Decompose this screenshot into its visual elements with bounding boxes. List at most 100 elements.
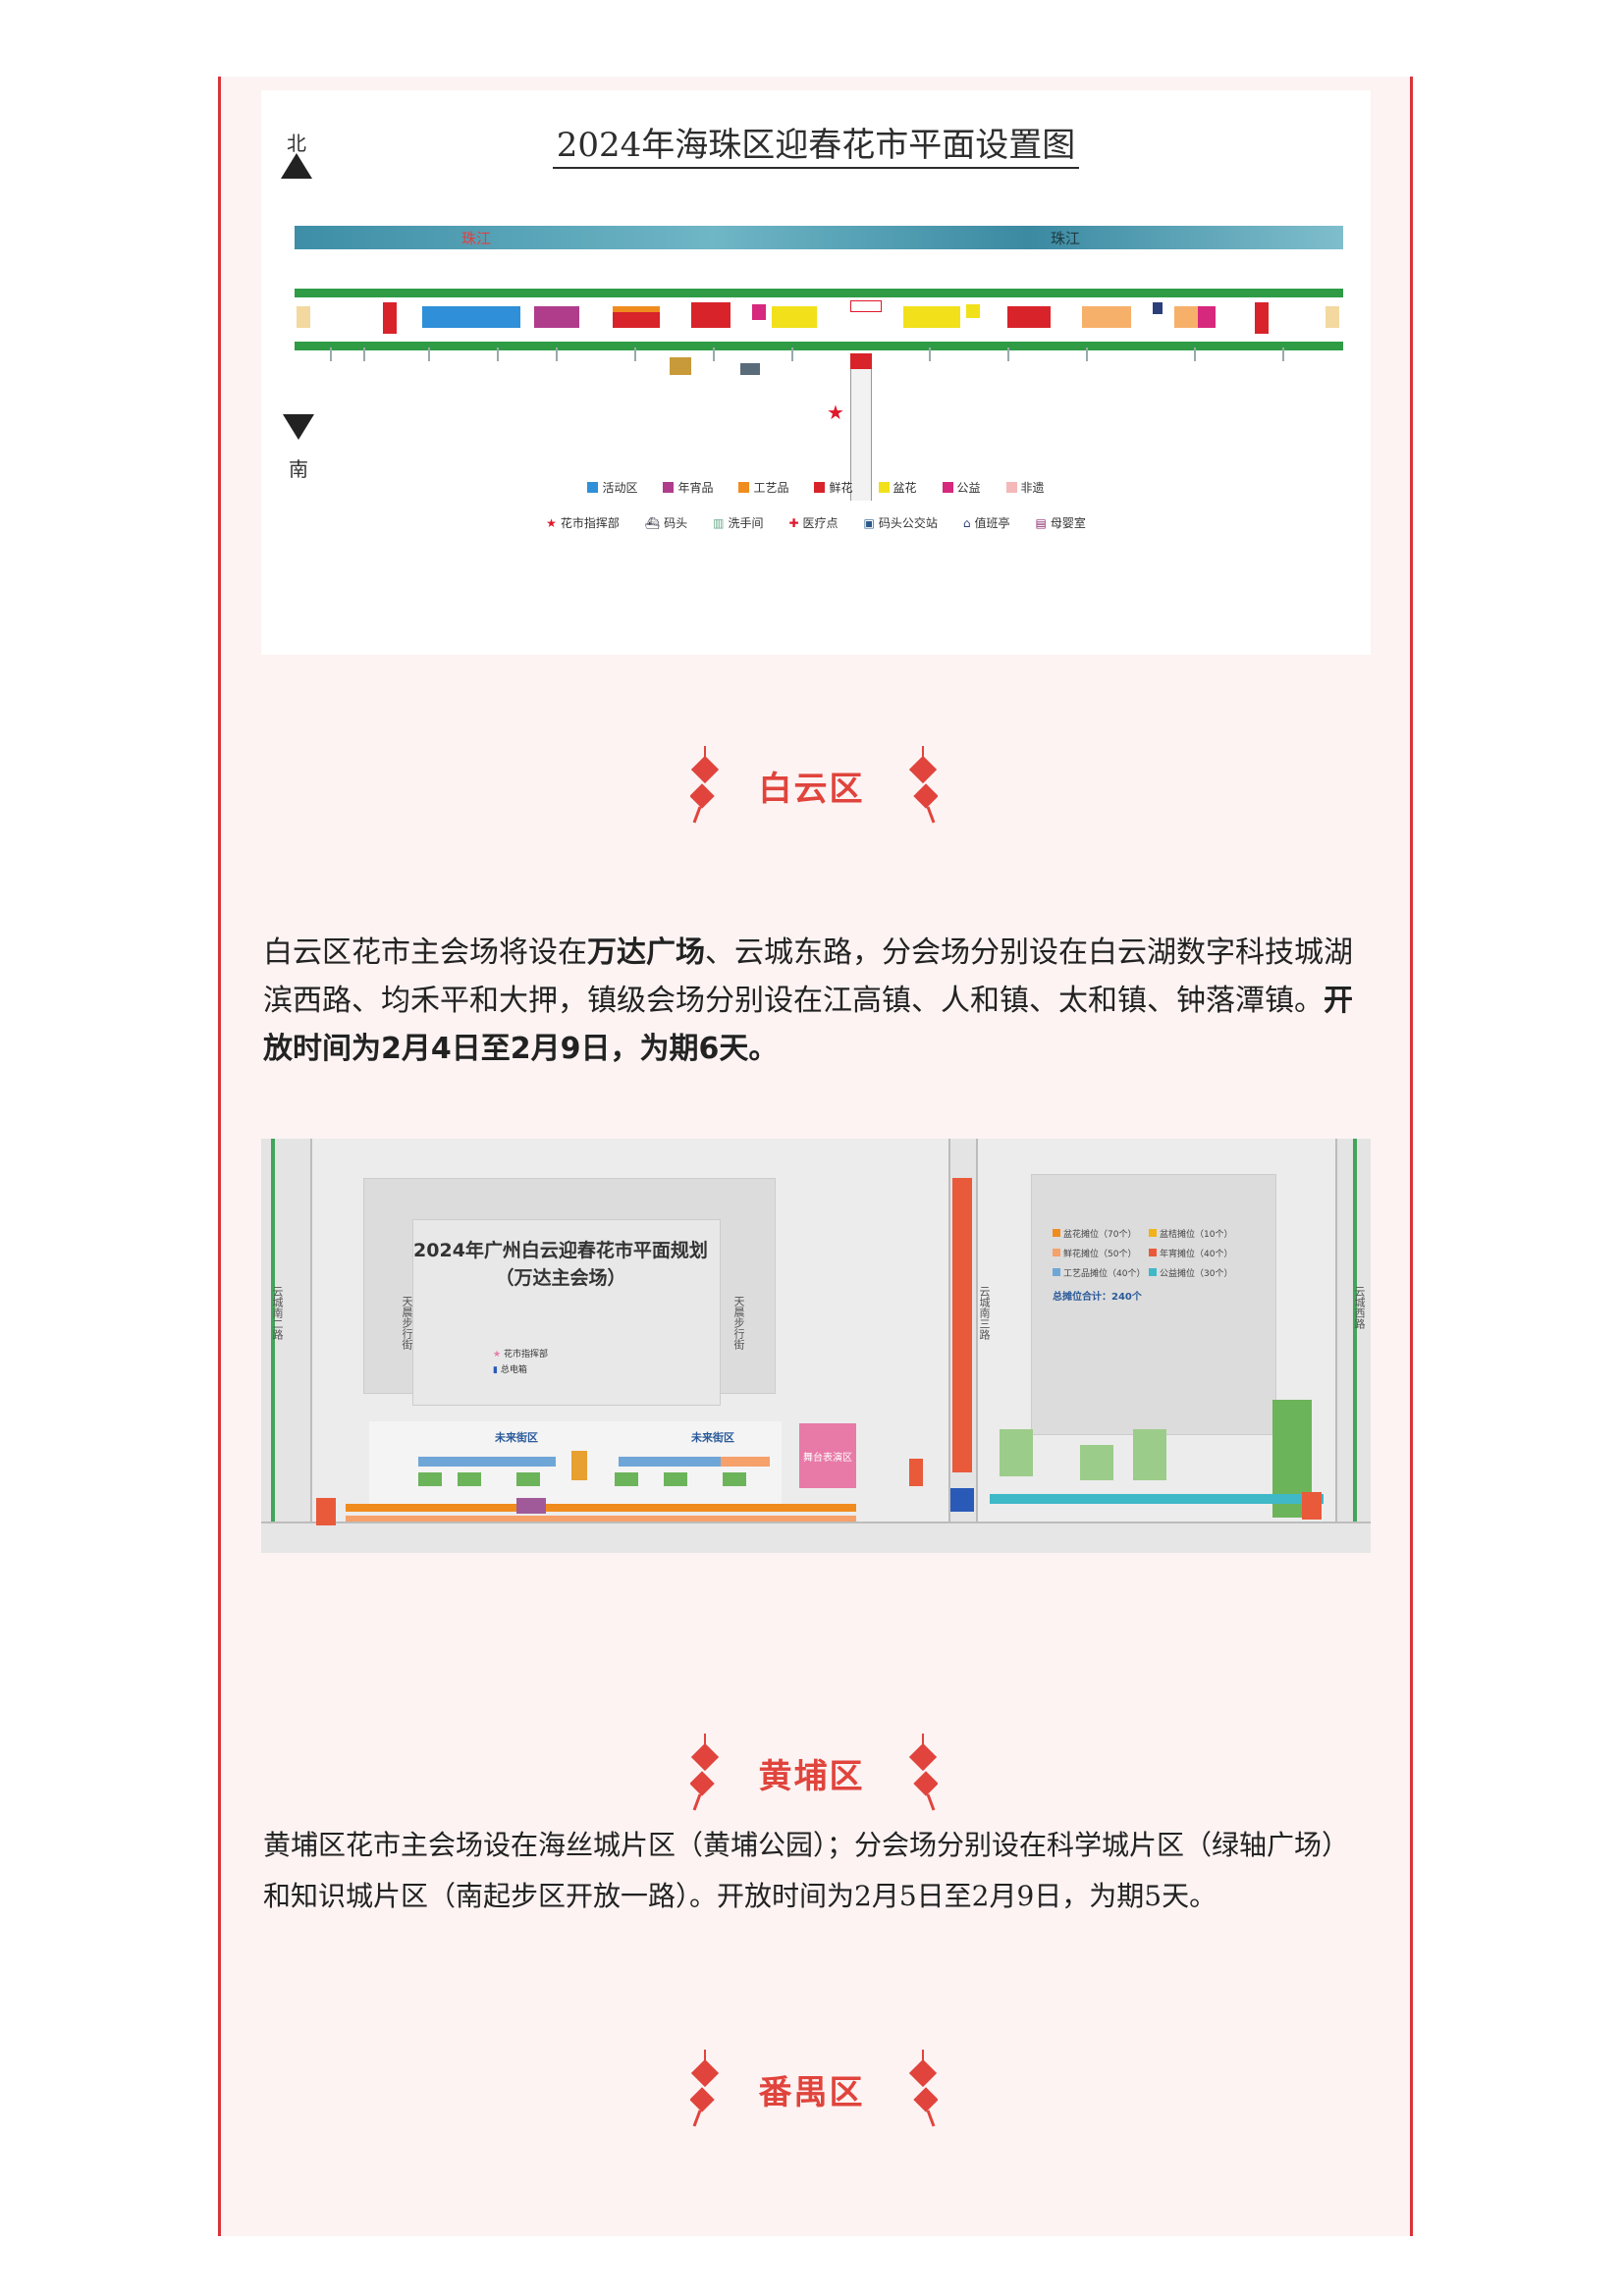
- stall-block: [297, 306, 310, 328]
- legend-label: 母婴室: [1050, 516, 1086, 530]
- legend-swatch: [587, 482, 599, 493]
- map-title-line: 2024年广州白云迎春花市平面规划: [413, 1240, 708, 1261]
- future-street-label-1: 未来街区: [495, 1431, 538, 1444]
- legend-label: 工艺品摊位（40个）: [1063, 1268, 1146, 1279]
- stall-block: [383, 302, 397, 334]
- stall-block: [909, 1459, 923, 1486]
- road-left: [261, 1139, 312, 1553]
- haizhu-map-title: 2024年海珠区迎春花市平面设置图: [261, 118, 1371, 169]
- stall-block: [1082, 306, 1131, 328]
- legend-swatch: [1053, 1229, 1060, 1237]
- road-label-right: 云城西路: [1353, 1286, 1366, 1329]
- road-north: [295, 289, 1343, 297]
- text-run: 白云区花市主会场将设在: [263, 935, 587, 970]
- command-label: 花市指挥部: [503, 1350, 548, 1360]
- legend-swatch: [1149, 1229, 1157, 1237]
- stall-row-orange: [346, 1516, 856, 1522]
- pole: [1086, 347, 1088, 361]
- entrance-gate: [316, 1498, 336, 1525]
- boat-icon: [740, 363, 760, 375]
- stall-row-teal: [990, 1494, 1324, 1504]
- legend-swatch: [1149, 1268, 1157, 1276]
- right-border-line: [1410, 77, 1413, 2236]
- stall-block: [752, 304, 766, 320]
- green-stall: [723, 1472, 746, 1486]
- green-stall: [664, 1472, 687, 1486]
- green-block: [1000, 1429, 1033, 1476]
- command-post-star-icon: ★: [827, 400, 844, 424]
- pole: [330, 347, 332, 361]
- legend-swatch: [942, 482, 953, 493]
- haizhu-flower-market-map: 2024年海珠区迎春花市平面设置图 北 南 珠江 珠江 ★ 活动区: [261, 90, 1371, 655]
- road-bottom: [261, 1522, 1371, 1553]
- stall-block: [1325, 306, 1339, 328]
- stall-row-blue: [619, 1457, 736, 1467]
- legend-item: 年宵摊位（40个）: [1149, 1243, 1245, 1262]
- green-belt: [1353, 1139, 1357, 1553]
- legend-label: 医疗点: [802, 516, 839, 530]
- power-label: 总电箱: [500, 1365, 527, 1375]
- pole: [634, 347, 636, 361]
- legend-item: 盆花摊位（70个）: [1053, 1223, 1149, 1243]
- legend-item: 鲜花摊位（50个）: [1053, 1243, 1149, 1262]
- stall-block: [613, 306, 660, 328]
- stall-block: [1255, 302, 1269, 334]
- duty-booth-icon: ⌂: [962, 515, 971, 530]
- pole: [1007, 347, 1009, 361]
- stall-block: [571, 1451, 587, 1480]
- left-border-line: [218, 77, 221, 2236]
- legend-item: ▤母婴室: [1036, 514, 1086, 531]
- stall-block: [691, 302, 730, 328]
- led-screen: [950, 1488, 974, 1512]
- legend-swatch: [1053, 1268, 1060, 1276]
- legend-label: 公益摊位（30个）: [1160, 1268, 1233, 1279]
- pole: [713, 347, 715, 361]
- south-arrow-icon: [283, 414, 314, 440]
- stall-row-orange: [346, 1504, 856, 1512]
- pole: [1282, 347, 1284, 361]
- section-header-panyu: 番禺区: [0, 2050, 1623, 2128]
- stall-block: [966, 304, 980, 318]
- legend-label: 花市指挥部: [560, 516, 620, 530]
- baiyun-map-title: 2024年广州白云迎春花市平面规划（万达主会场）: [408, 1237, 713, 1292]
- stall-strip-vertical: [952, 1178, 972, 1472]
- legend-label: 盆花: [893, 481, 917, 495]
- river-label-left: 珠江: [461, 230, 492, 247]
- legend-swatch: [1005, 482, 1017, 493]
- legend-swatch: [878, 482, 890, 493]
- legend-item: ⌂值班亭: [963, 514, 1010, 531]
- lantern-left-icon: [690, 2050, 720, 2127]
- stall-block: [1198, 306, 1216, 328]
- stall-block: [1174, 306, 1204, 328]
- bold-run: 万达广场: [587, 935, 705, 970]
- south-label: 南: [289, 457, 308, 481]
- legend-label: 活动区: [602, 481, 638, 495]
- lantern-right-icon: [908, 2050, 938, 2127]
- stall-block: [534, 306, 579, 328]
- pearl-river: 珠江 珠江: [295, 226, 1343, 249]
- pole: [1194, 347, 1196, 361]
- walk-label-left: 天晨步行街: [401, 1296, 413, 1350]
- pole: [497, 347, 499, 361]
- boat-icon: ⛴: [644, 515, 661, 530]
- section-title-baiyun: 白云区: [758, 770, 865, 809]
- green-stall: [516, 1472, 540, 1486]
- legend-label: 工艺品: [753, 481, 789, 495]
- river-label-right: 珠江: [1051, 230, 1081, 247]
- stall-row-orange: [721, 1457, 770, 1467]
- stage-area: 舞台表演区: [799, 1423, 856, 1488]
- walk-label-right: 天晨步行街: [732, 1296, 745, 1350]
- north-arrow-icon: [281, 153, 312, 179]
- section-title-panyu: 番禺区: [758, 2073, 865, 2112]
- entrance-gate: [1302, 1492, 1322, 1520]
- text-run: 、云城东路，分会场分别设在白云湖数字科技城湖滨西路、均禾平和大押，镇级会场分别设…: [263, 935, 1353, 1018]
- legend-label: 码头公交站: [878, 516, 938, 530]
- wanda-plaza-building: [412, 1219, 721, 1406]
- legend-label: 鲜花摊位（50个）: [1063, 1249, 1137, 1259]
- legend-swatch: [663, 482, 675, 493]
- pole: [556, 347, 558, 361]
- green-stall: [458, 1472, 481, 1486]
- road-label-left: 云城南二路: [271, 1286, 284, 1340]
- legend-label: 码头: [664, 516, 688, 530]
- legend-swatch: [738, 482, 750, 493]
